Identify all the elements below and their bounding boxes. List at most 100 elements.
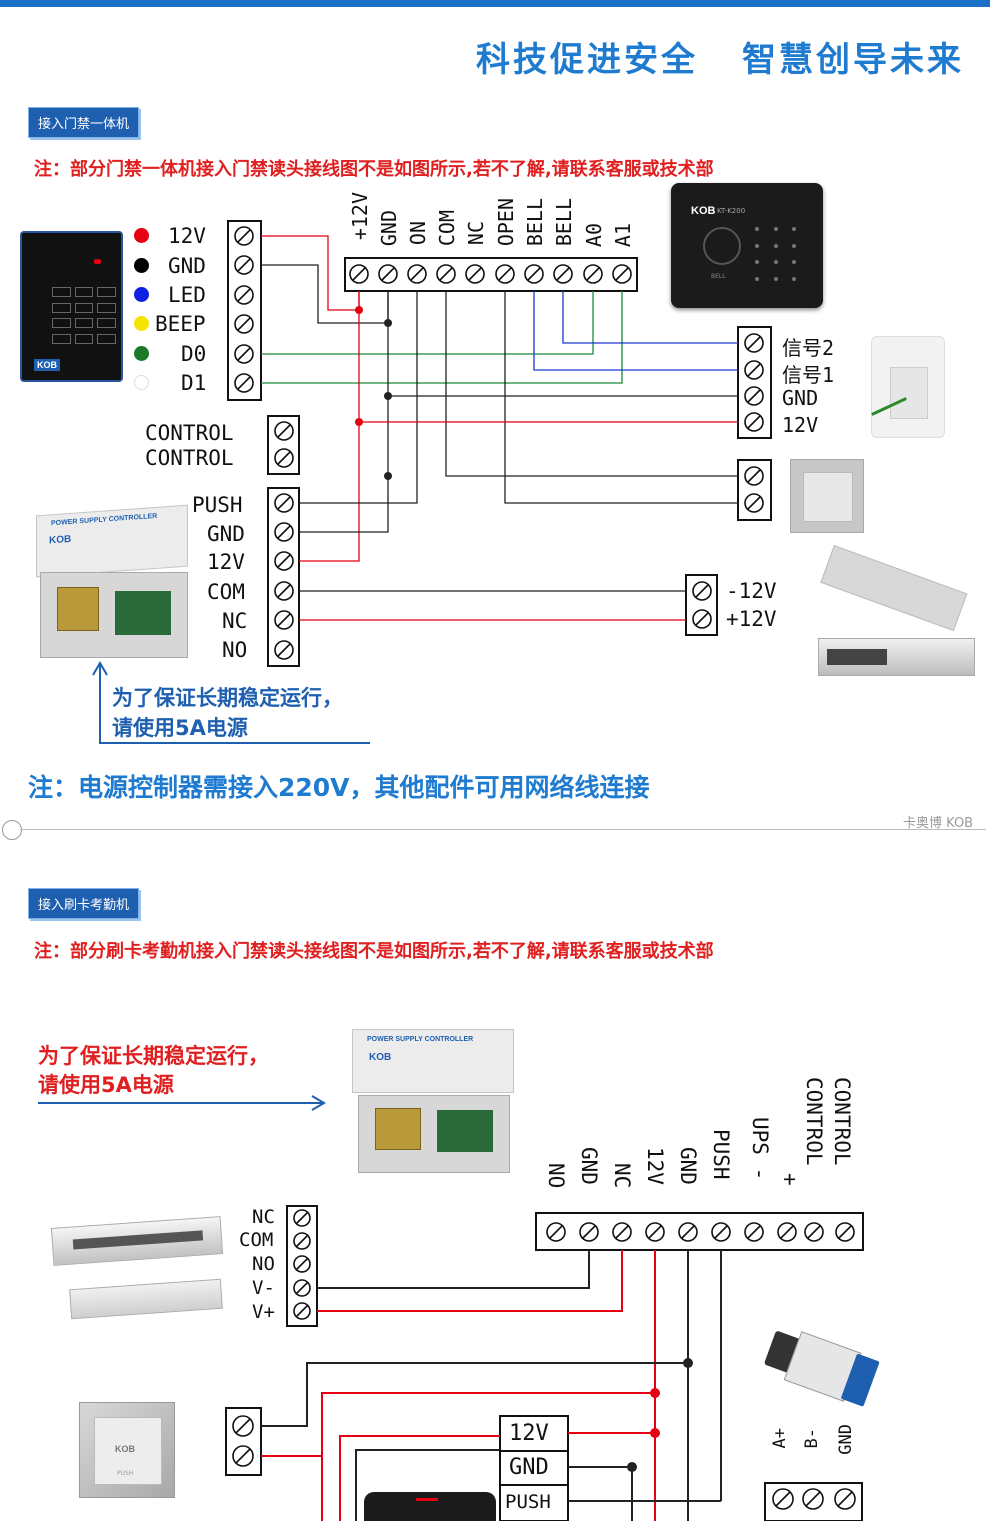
psu2-brand: KOB [369, 1052, 392, 1063]
divider-circle-icon [2, 820, 22, 840]
maglock-coil [827, 649, 887, 665]
reader-terminal-label: GND [509, 1455, 549, 1480]
card-reader-image: KOB [20, 231, 123, 382]
psu2-cover: POWER SUPPLY CONTROLLER KOB [352, 1029, 514, 1093]
bottom-note: 注：电源控制器需接入220V，其他配件可用网络线连接 [28, 773, 650, 802]
terminal-label: GND [577, 1147, 601, 1185]
divider-line [20, 829, 986, 830]
psu-title: POWER SUPPLY CONTROLLER [51, 512, 158, 528]
circuit-board-icon [115, 591, 171, 635]
reader-pin-dot-gnd [134, 258, 149, 273]
exit-button-image [790, 459, 864, 533]
exit-button-plate [803, 472, 853, 522]
reader-pin-label: D0 [181, 342, 207, 366]
maglock-armature-plate [69, 1278, 223, 1320]
doorbell-image [871, 336, 945, 438]
reader-terminal-label: 12V [509, 1421, 549, 1446]
converter-terminal-label: B- [802, 1428, 822, 1449]
psu2-base [358, 1095, 510, 1173]
reader-terminal-label: PUSH [505, 1491, 551, 1513]
attendance-led-icon [416, 1498, 438, 1501]
terminal-label: BELL [523, 198, 547, 247]
terminal-label: UPS - [748, 1117, 772, 1181]
keypad-buttons-icon [755, 227, 805, 287]
reader-terminal-block [227, 220, 262, 401]
section1-badge: 接入门禁一体机 [28, 107, 140, 138]
converter-terminal-label: A+ [770, 1428, 790, 1449]
top-accent-bar [0, 0, 990, 7]
psu2-title: POWER SUPPLY CONTROLLER [367, 1036, 474, 1043]
slogan-left: 科技促进安全 [476, 40, 698, 80]
access-control-keypad-image: KOB KT-K200 BELL [671, 183, 823, 308]
reader-pin-label: 12V [168, 224, 206, 248]
terminal-label: A1 [611, 223, 635, 248]
psu-terminal-label: NC [222, 609, 248, 633]
reader-pin-dot-d1 [134, 375, 149, 390]
power-supply-image: POWER SUPPLY CONTROLLER KOB [36, 500, 188, 660]
transformer-icon [57, 587, 99, 631]
slogan-right: 智慧创导未来 [742, 40, 964, 80]
lock-terminal-label: +12V [726, 607, 777, 631]
reader-pin-label: D1 [181, 371, 207, 395]
section2-note: 注：部分刷卡考勤机接入门禁读头接线图不是如图所示,若不了解,请联系客服或技术部 [34, 941, 714, 962]
section2-badge: 接入刷卡考勤机 [28, 888, 140, 919]
exit-button-text: PUSH [117, 1470, 134, 1477]
control-label: CONTROL [145, 446, 234, 470]
psu-terminal-label: PUSH [192, 493, 243, 517]
psu-brand: KOB [49, 533, 72, 547]
power-note2-line1: 为了保证长期稳定运行， [38, 1044, 269, 1068]
maglock-coil [72, 1230, 204, 1250]
circuit-board-icon [437, 1110, 493, 1152]
power-supply-image-2: POWER SUPPLY CONTROLLER KOB [352, 1025, 514, 1175]
power-note2-arrow [38, 1095, 326, 1111]
reader-brand-logo: KOB [34, 359, 60, 371]
bell-terminal-label: 信号2 [782, 336, 835, 360]
keypad-bell-label: BELL [711, 273, 726, 280]
psu-base [40, 572, 188, 658]
reader-pin-label: BEEP [155, 312, 206, 336]
section1-wiring-diagram [92, 220, 772, 744]
bell-terminal-label: 12V [782, 413, 819, 437]
section1-note: 注：部分门禁一体机接入门禁读头接线图不是如图所示,若不了解,请联系客服或技术部 [34, 159, 714, 180]
keypad-model: KT-K200 [717, 207, 746, 215]
maglock-terminal-label: COM [239, 1229, 274, 1251]
exit-button-plate: KOB PUSH [94, 1417, 162, 1485]
power-note-arrow [92, 661, 370, 744]
terminal-label: + [778, 1173, 802, 1186]
terminal-label: OPEN [494, 198, 518, 247]
maglock-body [50, 1216, 224, 1266]
terminal-label: BELL [552, 198, 576, 247]
maglock-terminal-label: NO [252, 1253, 275, 1275]
psu-terminal-label: NO [222, 638, 248, 662]
controller-terminal-labels: +12V GND ON COM NC OPEN BELL BELL A0 A1 [346, 190, 638, 256]
reader-pin-dot-d0 [134, 346, 149, 361]
terminal-label: NC [464, 221, 488, 246]
terminal-label: +12V [348, 192, 372, 241]
psu-terminal-label: COM [207, 580, 245, 604]
reader-terminal-screws [234, 226, 254, 393]
attendance-device-image [364, 1492, 496, 1521]
psu-terminal-label: 12V [207, 550, 245, 574]
section2-terminal-labels: NO GND NC 12V GND PUSH UPS - + CONTROL C… [540, 1075, 870, 1200]
psu-cover: POWER SUPPLY CONTROLLER KOB [36, 504, 188, 578]
maglock-terminal-label: V+ [252, 1301, 275, 1323]
reader-pin-dot-12v [134, 228, 149, 243]
transformer-icon [375, 1108, 421, 1150]
power-note2-line2: 请使用5A电源 [38, 1073, 174, 1097]
terminal-label: A0 [582, 223, 606, 248]
exit-button-image-2: KOB PUSH [79, 1402, 175, 1498]
terminal-label: CONTROL [830, 1077, 854, 1166]
maglock-terminal-label: NC [252, 1206, 275, 1228]
section2-wiring-diagram [38, 1095, 864, 1521]
reader-pin-label: GND [168, 254, 206, 278]
bell-terminal-label: 信号1 [782, 363, 835, 387]
reader-led-icon [94, 259, 101, 264]
terminal-label: GND [377, 210, 401, 247]
terminal-label: GND [676, 1147, 700, 1185]
magnetic-lock-image [818, 638, 975, 676]
bell-terminal-label: GND [782, 386, 819, 410]
terminal-label: NO [544, 1163, 568, 1189]
terminal-label: COM [435, 210, 459, 247]
doorbell-label-sticker [890, 367, 928, 419]
terminal-label: CONTROL [802, 1077, 826, 1166]
